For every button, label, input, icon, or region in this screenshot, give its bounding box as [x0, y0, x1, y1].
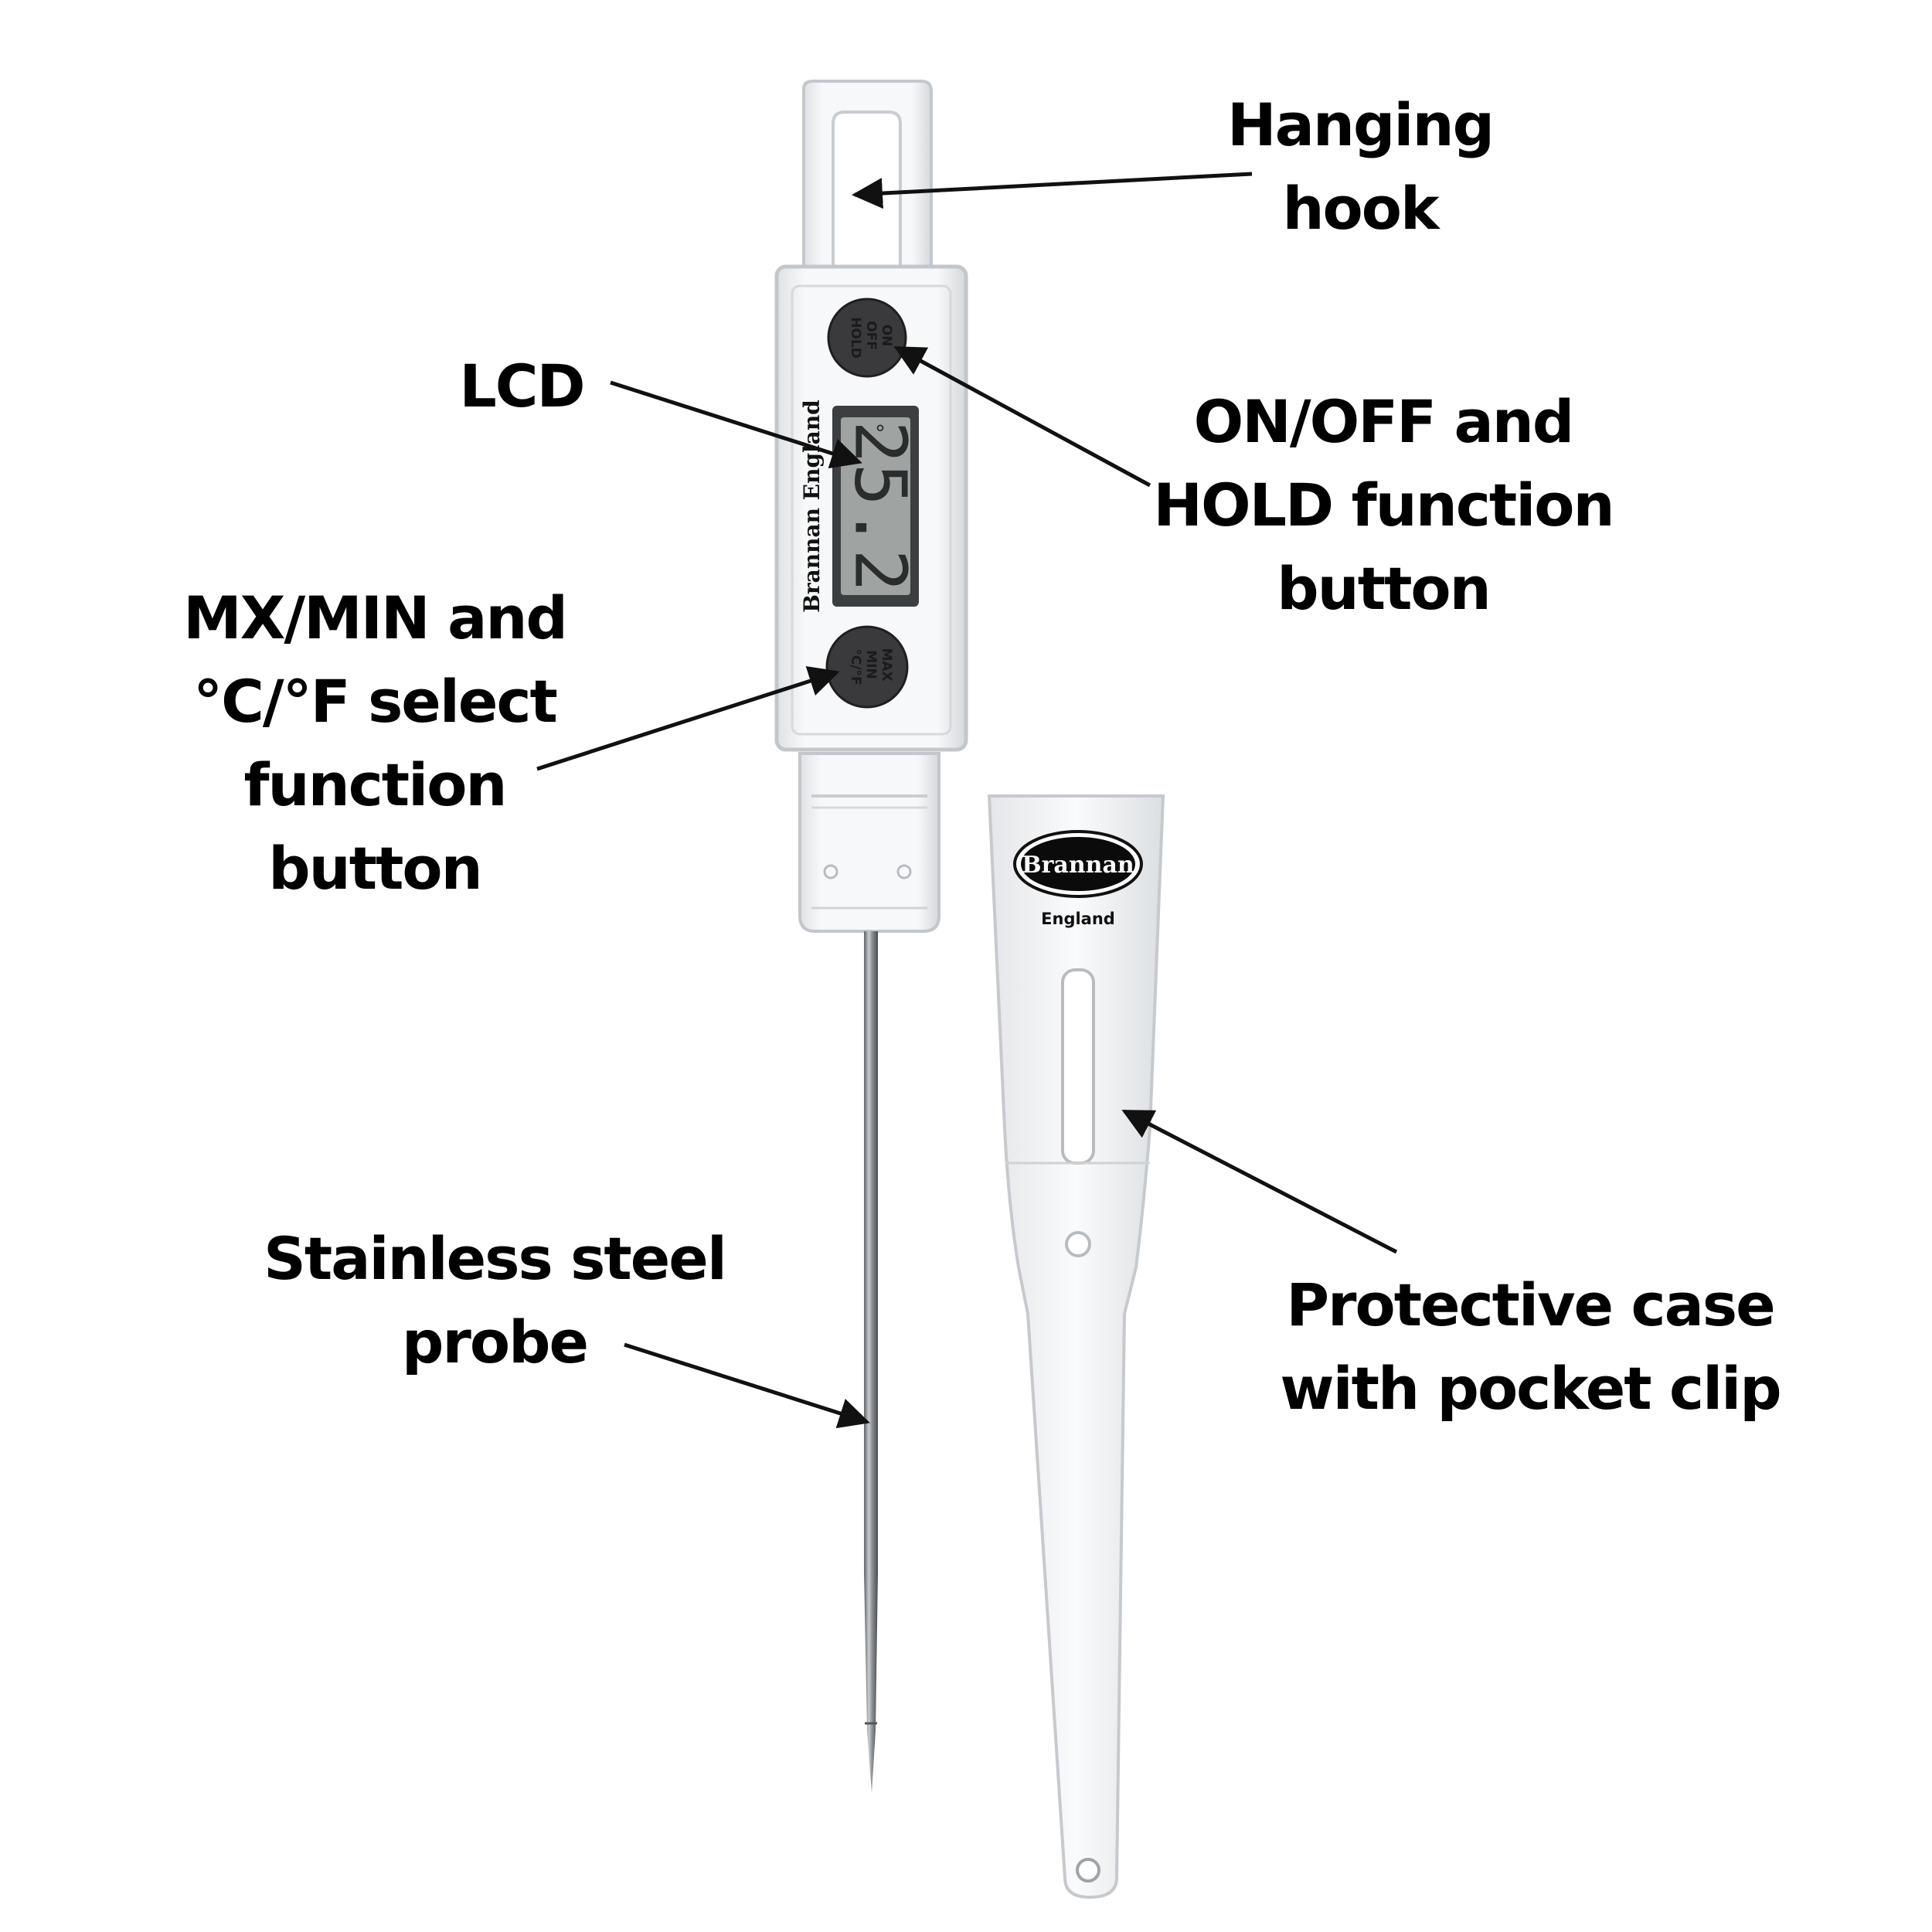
callout-lcd-line1: LCD	[459, 352, 585, 420]
arrow-on-off	[893, 345, 1151, 488]
callout-stainless-probe: Stainless steel probe	[232, 1217, 757, 1384]
callout-arrows	[536, 172, 1398, 1429]
hanging-hook	[802, 80, 933, 295]
callout-hanging-hook-line1: Hanging	[1227, 90, 1495, 159]
lcd-reading: 25.2	[839, 420, 922, 592]
callout-max-min-unit: MX/MIN and °C/°F select function button	[124, 577, 626, 910]
thermometer: ON OFF HOLD Brannan England 25.2 ° MAX M…	[774, 80, 968, 1793]
callout-on-off-line2: HOLD function	[1153, 471, 1614, 539]
callout-on-off-hold: ON/OFF and HOLD function button	[1113, 380, 1654, 631]
callout-case-line2: with pocket clip	[1280, 1354, 1781, 1423]
arrow-case	[1121, 1109, 1398, 1254]
protective-case: Brannan England	[987, 794, 1165, 1900]
callout-hanging-hook: Hanging hook	[1175, 83, 1546, 250]
callout-max-min-line4: button	[268, 834, 483, 903]
callout-max-min-line3: function	[243, 750, 507, 819]
lcd-display: 25.2 °	[832, 406, 922, 607]
lcd-degree-mark: °	[875, 420, 886, 446]
on-off-hold-button-text: ON OFF HOLD	[848, 317, 894, 359]
case-brand-name: Brannan	[1022, 852, 1134, 879]
case-brand-logo: Brannan England	[1013, 830, 1143, 928]
arrow-lcd	[610, 380, 862, 469]
callout-lcd: LCD	[394, 345, 649, 428]
callout-protective-case: Protective case with pocket clip	[1236, 1264, 1824, 1430]
probe-collar	[798, 752, 940, 933]
arrow-hook	[852, 172, 1253, 209]
callout-max-min-line2: °C/°F select	[193, 667, 558, 736]
callout-on-off-line1: ON/OFF and	[1193, 387, 1575, 456]
max-min-unit-button-text: MAX MIN °C/°F	[848, 648, 894, 685]
callout-probe-line2: probe	[401, 1308, 589, 1376]
callout-on-off-line3: button	[1277, 554, 1492, 623]
callout-probe-line1: Stainless steel	[264, 1224, 727, 1293]
case-hole	[1065, 1231, 1091, 1257]
case-tip-hole	[1076, 1858, 1100, 1883]
on-off-hold-button[interactable]: ON OFF HOLD	[827, 298, 907, 378]
callout-hanging-hook-line2: hook	[1282, 174, 1439, 243]
arrow-max-min	[536, 666, 840, 771]
arrow-probe	[624, 1342, 870, 1429]
brand-vertical-label: Brannan England	[799, 400, 825, 613]
case-country-label: England	[1041, 910, 1115, 928]
callout-max-min-line1: MX/MIN and	[183, 583, 568, 652]
max-min-unit-button[interactable]: MAX MIN °C/°F	[825, 625, 909, 709]
pocket-clip-slot	[1061, 968, 1095, 1165]
callout-case-line1: Protective case	[1286, 1270, 1775, 1339]
stainless-steel-probe	[864, 931, 878, 1793]
